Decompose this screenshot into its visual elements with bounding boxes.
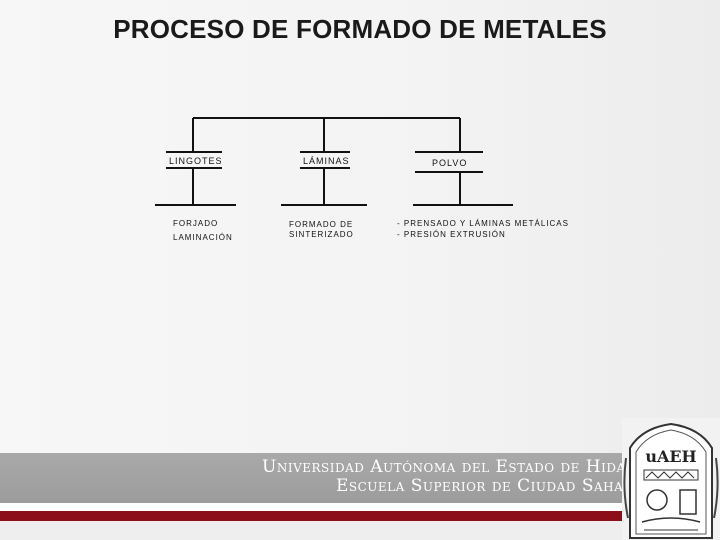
sub-item-formado-de: FORMADO DE (289, 220, 354, 229)
svg-text:uAEH: uAEH (645, 447, 696, 466)
node-lingotes: LINGOTES (169, 156, 223, 166)
footer-divider (0, 503, 720, 511)
sub-item-prensado: - PRENSADO Y LÁMINAS METÁLICAS (397, 219, 569, 228)
footer-band (0, 453, 720, 503)
footer-red-stripe (0, 511, 720, 521)
page-title: PROCESO DE FORMADO DE METALES (113, 14, 607, 44)
sub-item-laminacion: LAMINACIÓN (173, 233, 233, 242)
school-name: Escuela Superior de Ciudad Sahagún (336, 476, 655, 496)
university-seal-icon: uAEH (622, 418, 720, 540)
sub-item-presion: - PRESIÓN EXTRUSIÓN (397, 230, 506, 239)
sub-item-sinterizado: SINTERIZADO (289, 230, 354, 239)
footer-bottom (0, 521, 720, 540)
sub-item-forjado: FORJADO (173, 219, 219, 228)
university-name: Universidad Autónoma del Estado de Hidal… (262, 457, 655, 477)
node-laminas: LÁMINAS (303, 156, 350, 166)
node-polvo: POLVO (432, 158, 468, 168)
